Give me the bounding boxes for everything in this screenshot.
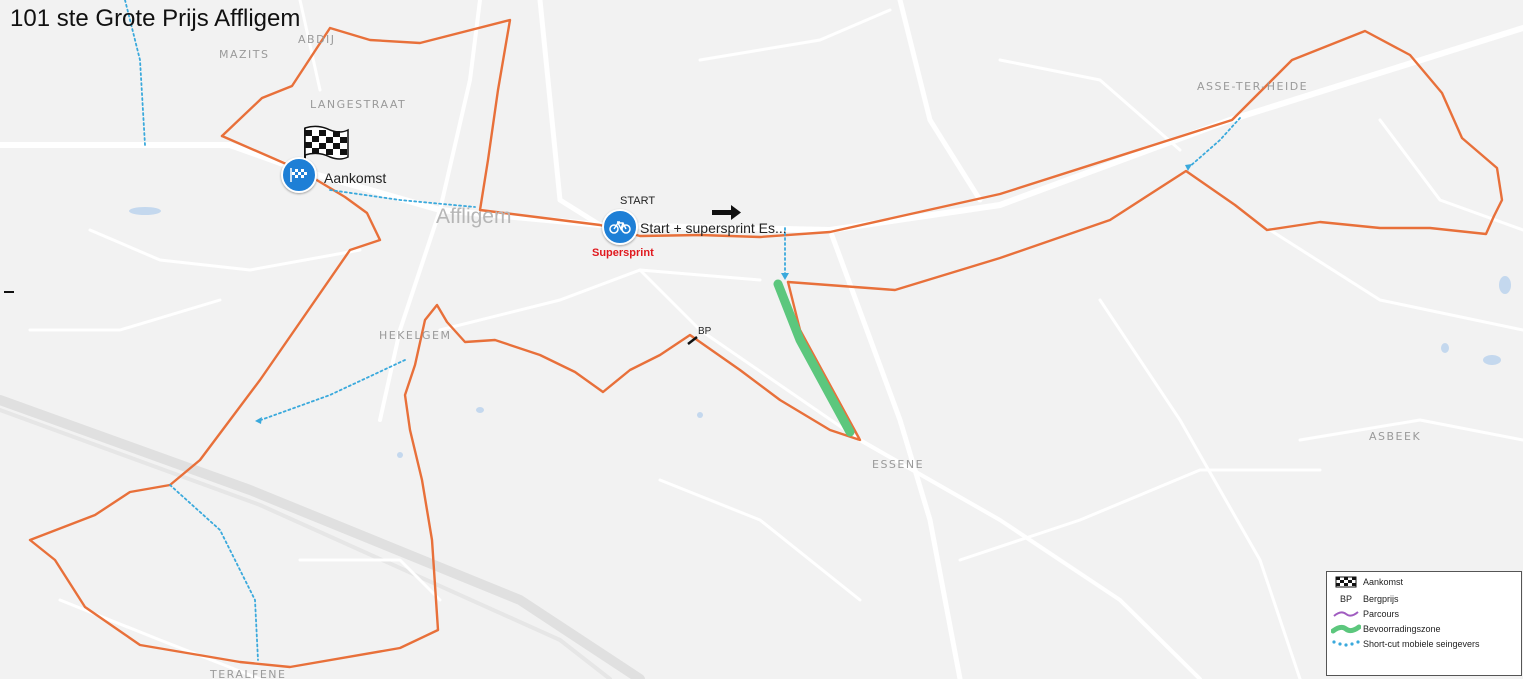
shortcut-arrowheads xyxy=(255,164,1192,424)
supersprint-label: Supersprint xyxy=(592,247,654,259)
map-legend: Aankomst BP Bergprijs Parcours Bevoorrad… xyxy=(1326,571,1522,676)
place-label-essene: ESSENE xyxy=(872,458,925,471)
map-title: 101 ste Grote Prijs Affligem xyxy=(10,5,301,32)
race-route-line xyxy=(28,18,1504,669)
route-line-icon xyxy=(1333,611,1359,617)
place-label-langestraat: LANGESTRAAT xyxy=(310,98,407,111)
legend-item-supply-zone: Bevoorradingszone xyxy=(1329,622,1519,636)
shortcut-lines xyxy=(124,0,1241,661)
place-label-abdij: ABDIJ xyxy=(298,33,336,46)
climb-text-icon: BP xyxy=(1339,594,1352,604)
climb-label: BP xyxy=(698,326,712,337)
place-label-mazits: MAZITS xyxy=(219,48,270,61)
water-features xyxy=(129,207,1511,458)
finish-flag-icon xyxy=(304,125,349,160)
place-label-asbeek: ASBEEK xyxy=(1369,430,1422,443)
start-marker[interactable] xyxy=(602,209,638,245)
town-label-affligem: Affligem xyxy=(436,205,512,228)
start-label: Start + supersprint Es... xyxy=(640,220,787,236)
climb-marker-tick xyxy=(687,336,698,345)
legend-item-finish: Aankomst xyxy=(1329,575,1519,589)
supply-zone-line xyxy=(773,279,855,437)
finish-flag-icon xyxy=(1335,576,1357,588)
start-top-label: START xyxy=(620,195,656,207)
legend-label: Parcours xyxy=(1363,609,1400,619)
shortcut-dots-icon xyxy=(1332,640,1360,647)
bicycle-icon xyxy=(609,221,631,234)
legend-item-climb: BP Bergprijs xyxy=(1329,592,1519,606)
finish-label: Aankomst xyxy=(324,170,387,186)
legend-label: Bergprijs xyxy=(1363,594,1399,604)
legend-item-route: Parcours xyxy=(1329,607,1519,621)
legend-label: Short-cut mobiele seingevers xyxy=(1363,639,1480,649)
legend-label: Bevoorradingszone xyxy=(1363,624,1441,634)
place-label-hekelgem: HEKELGEM xyxy=(379,329,452,342)
place-label-teralfene: TERALFENE xyxy=(210,668,287,679)
finish-flag-icon xyxy=(290,168,307,182)
finish-marker[interactable] xyxy=(281,157,317,193)
legend-item-shortcut: Short-cut mobiele seingevers xyxy=(1329,637,1519,651)
supply-zone-icon xyxy=(1331,624,1361,634)
direction-arrow-icon xyxy=(712,205,741,220)
legend-label: Aankomst xyxy=(1363,577,1404,587)
place-label-asse-ter-heide: ASSE-TER-HEIDE xyxy=(1197,80,1309,93)
